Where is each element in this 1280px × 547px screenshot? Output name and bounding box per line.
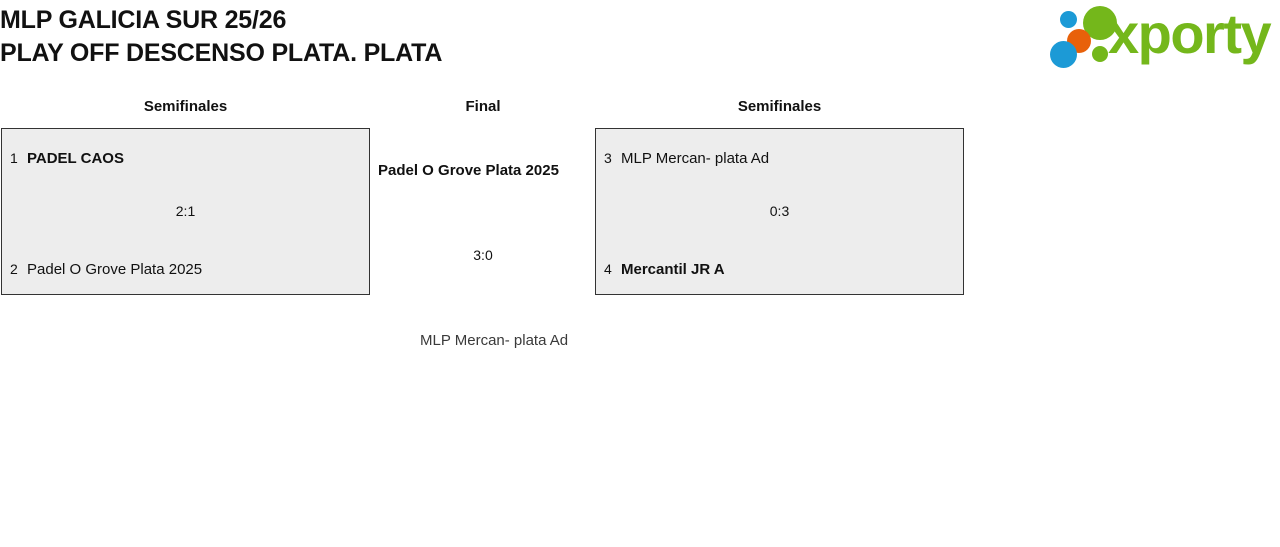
final-runnerup-name[interactable]: MLP Mercan- plata Ad: [420, 332, 569, 349]
match-competitor-row[interactable]: 4 Mercantil JR A: [596, 258, 963, 280]
final-score: 3:0: [473, 247, 493, 263]
logo-dot-blue-small-icon: [1060, 11, 1077, 28]
competitor-name: Mercantil JR A: [621, 260, 725, 278]
competitor-seed: 2: [10, 261, 18, 277]
competitor-name: MLP Mercan- plata Ad: [621, 149, 770, 167]
match-semifinal-right[interactable]: 3 MLP Mercan- plata Ad 0:3 4 Mercantil J…: [595, 128, 964, 295]
competitor-name: Padel O Grove Plata 2025: [27, 260, 203, 278]
round-header-semifinals-left: Semifinales: [143, 98, 228, 115]
competitor-name: PADEL CAOS: [27, 149, 124, 167]
round-header-semifinals-right: Semifinales: [737, 98, 822, 115]
logo-dot-green-small-icon: [1092, 46, 1108, 62]
competitor-seed: 4: [604, 261, 612, 277]
tournament-header: MLP GALICIA SUR 25/26 PLAY OFF DESCENSO …: [0, 0, 1040, 76]
competitor-seed: 1: [10, 150, 18, 166]
logo-dots-icon: [1048, 4, 1117, 68]
match-semifinal-left[interactable]: 1 PADEL CAOS 2:1 2 Padel O Grove Plata 2…: [1, 128, 370, 295]
xporty-logo[interactable]: xporty: [1048, 2, 1276, 70]
match-score: 2:1: [175, 203, 196, 219]
match-score: 0:3: [769, 203, 790, 219]
match-competitor-row[interactable]: 3 MLP Mercan- plata Ad: [596, 147, 963, 169]
logo-dot-blue-large-icon: [1050, 41, 1077, 68]
final-winner-name[interactable]: Padel O Grove Plata 2025: [378, 162, 559, 179]
match-competitor-row[interactable]: 1 PADEL CAOS: [2, 147, 369, 169]
tournament-title-line-1: MLP GALICIA SUR 25/26: [0, 6, 287, 34]
match-competitor-row[interactable]: 2 Padel O Grove Plata 2025: [2, 258, 369, 280]
round-header-final: Final: [465, 98, 501, 115]
logo-wordmark: xporty: [1108, 2, 1272, 65]
tournament-title-line-2: PLAY OFF DESCENSO PLATA. PLATA: [0, 39, 443, 67]
competitor-seed: 3: [604, 150, 612, 166]
